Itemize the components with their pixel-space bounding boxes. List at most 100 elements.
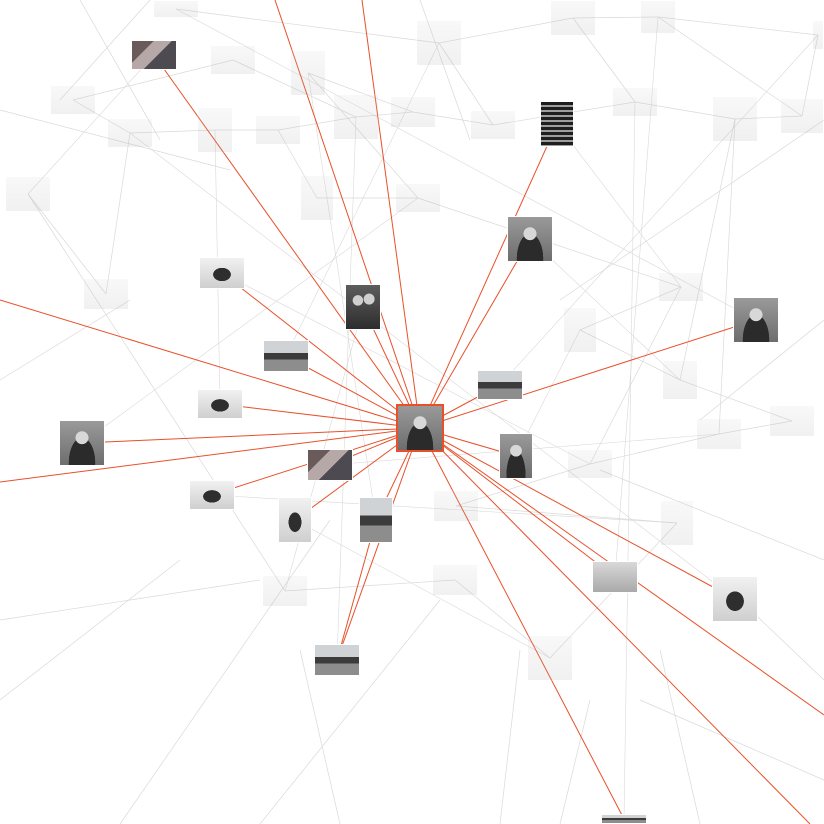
dimmed-node xyxy=(640,0,676,34)
stairs-thumbnail-image xyxy=(541,102,573,146)
related-node[interactable] xyxy=(359,497,393,543)
dimmed-node xyxy=(563,307,597,353)
background-edge xyxy=(355,111,414,118)
plain-thumbnail-image xyxy=(813,21,823,49)
background-edge xyxy=(579,329,681,381)
plain-thumbnail-image xyxy=(211,46,255,74)
plain-thumbnail-image xyxy=(471,111,515,139)
background-edge xyxy=(259,599,441,824)
plain-thumbnail-image xyxy=(433,565,477,595)
chair-thumbnail-image xyxy=(279,498,311,542)
plain-thumbnail-image xyxy=(417,21,461,65)
focus-node[interactable] xyxy=(396,404,444,452)
dimmed-node xyxy=(470,110,516,140)
plain-thumbnail-image xyxy=(391,97,435,127)
background-edge xyxy=(639,699,824,781)
plain-thumbnail-image xyxy=(663,361,697,399)
dimmed-node xyxy=(612,87,658,117)
background-edge xyxy=(499,649,521,824)
background-edge xyxy=(634,101,736,120)
related-node[interactable] xyxy=(199,257,245,289)
background-edge xyxy=(221,272,591,465)
related-node[interactable] xyxy=(477,370,523,400)
related-node[interactable] xyxy=(307,449,353,481)
interior-thumbnail-image xyxy=(308,450,352,480)
focus-edge xyxy=(336,519,377,661)
background-edge xyxy=(718,420,793,435)
focus-edge xyxy=(419,427,616,578)
plain-thumbnail-image xyxy=(334,95,378,139)
dimmed-node xyxy=(153,0,199,18)
related-node[interactable] xyxy=(263,340,309,372)
dimmed-node xyxy=(662,360,698,400)
dimmed-node xyxy=(550,0,596,36)
dimmed-node xyxy=(696,418,742,450)
related-node[interactable] xyxy=(314,644,360,676)
building-thumbnail-image xyxy=(264,341,308,371)
background-edge xyxy=(175,8,757,321)
group-thumbnail-image xyxy=(346,285,380,329)
background-edge xyxy=(0,579,261,621)
background-edge xyxy=(299,649,341,824)
background-edge xyxy=(499,34,819,386)
plain-thumbnail-image xyxy=(84,279,128,309)
background-edge xyxy=(232,59,357,118)
plain-thumbnail-image xyxy=(770,406,814,436)
dimmed-node xyxy=(5,176,51,212)
plain-thumbnail-image xyxy=(568,450,612,478)
related-node[interactable] xyxy=(592,561,638,593)
related-node[interactable] xyxy=(59,420,105,466)
background-edge xyxy=(559,699,591,824)
related-node[interactable] xyxy=(189,480,235,510)
chair-thumbnail-image xyxy=(713,577,757,621)
building-thumbnail-image xyxy=(602,815,646,823)
plain-thumbnail-image xyxy=(6,177,50,211)
plain-thumbnail-image xyxy=(256,116,300,144)
related-node[interactable] xyxy=(131,40,177,70)
plain-thumbnail-image xyxy=(301,176,333,220)
plain-thumbnail-image xyxy=(661,501,693,545)
background-edge xyxy=(285,42,440,357)
interior-thumbnail-image xyxy=(132,41,176,69)
related-node[interactable] xyxy=(278,497,312,543)
related-node[interactable] xyxy=(733,297,779,343)
background-edge xyxy=(572,17,636,103)
portrait-thumbnail-image xyxy=(398,406,442,450)
background-edge xyxy=(27,193,107,295)
background-edge xyxy=(455,505,678,524)
focus-edge xyxy=(221,272,421,429)
related-node[interactable] xyxy=(197,389,243,419)
portrait-thumbnail-image xyxy=(508,217,552,261)
background-edge xyxy=(105,132,131,295)
related-node[interactable] xyxy=(540,101,574,147)
dimmed-node xyxy=(210,45,256,75)
portrait-thumbnail-image xyxy=(734,298,778,342)
dimmed-node xyxy=(390,96,436,128)
background-edge xyxy=(307,72,414,113)
background-edge xyxy=(438,17,574,44)
background-edge xyxy=(59,0,151,101)
related-node[interactable] xyxy=(499,433,533,479)
related-node[interactable] xyxy=(601,814,647,824)
plain-thumbnail-image xyxy=(154,1,198,17)
background-edge xyxy=(0,299,131,381)
background-edge xyxy=(679,118,736,381)
dimmed-node xyxy=(395,183,441,213)
plain-thumbnail-image xyxy=(434,491,478,521)
dimmed-node xyxy=(197,107,233,153)
dimmed-node xyxy=(83,278,129,310)
background-edge xyxy=(438,42,494,126)
related-node[interactable] xyxy=(712,576,758,622)
dimmed-node xyxy=(432,564,478,596)
related-node[interactable] xyxy=(507,216,553,262)
background-edge xyxy=(657,16,819,36)
background-edge xyxy=(419,0,471,141)
focus-edge xyxy=(153,54,421,429)
dimmed-node xyxy=(769,405,815,437)
background-edge xyxy=(623,101,636,820)
related-node[interactable] xyxy=(345,284,381,330)
plain-thumbnail-image xyxy=(551,1,595,35)
chair-thumbnail-image xyxy=(200,258,244,288)
background-edge xyxy=(559,119,824,301)
